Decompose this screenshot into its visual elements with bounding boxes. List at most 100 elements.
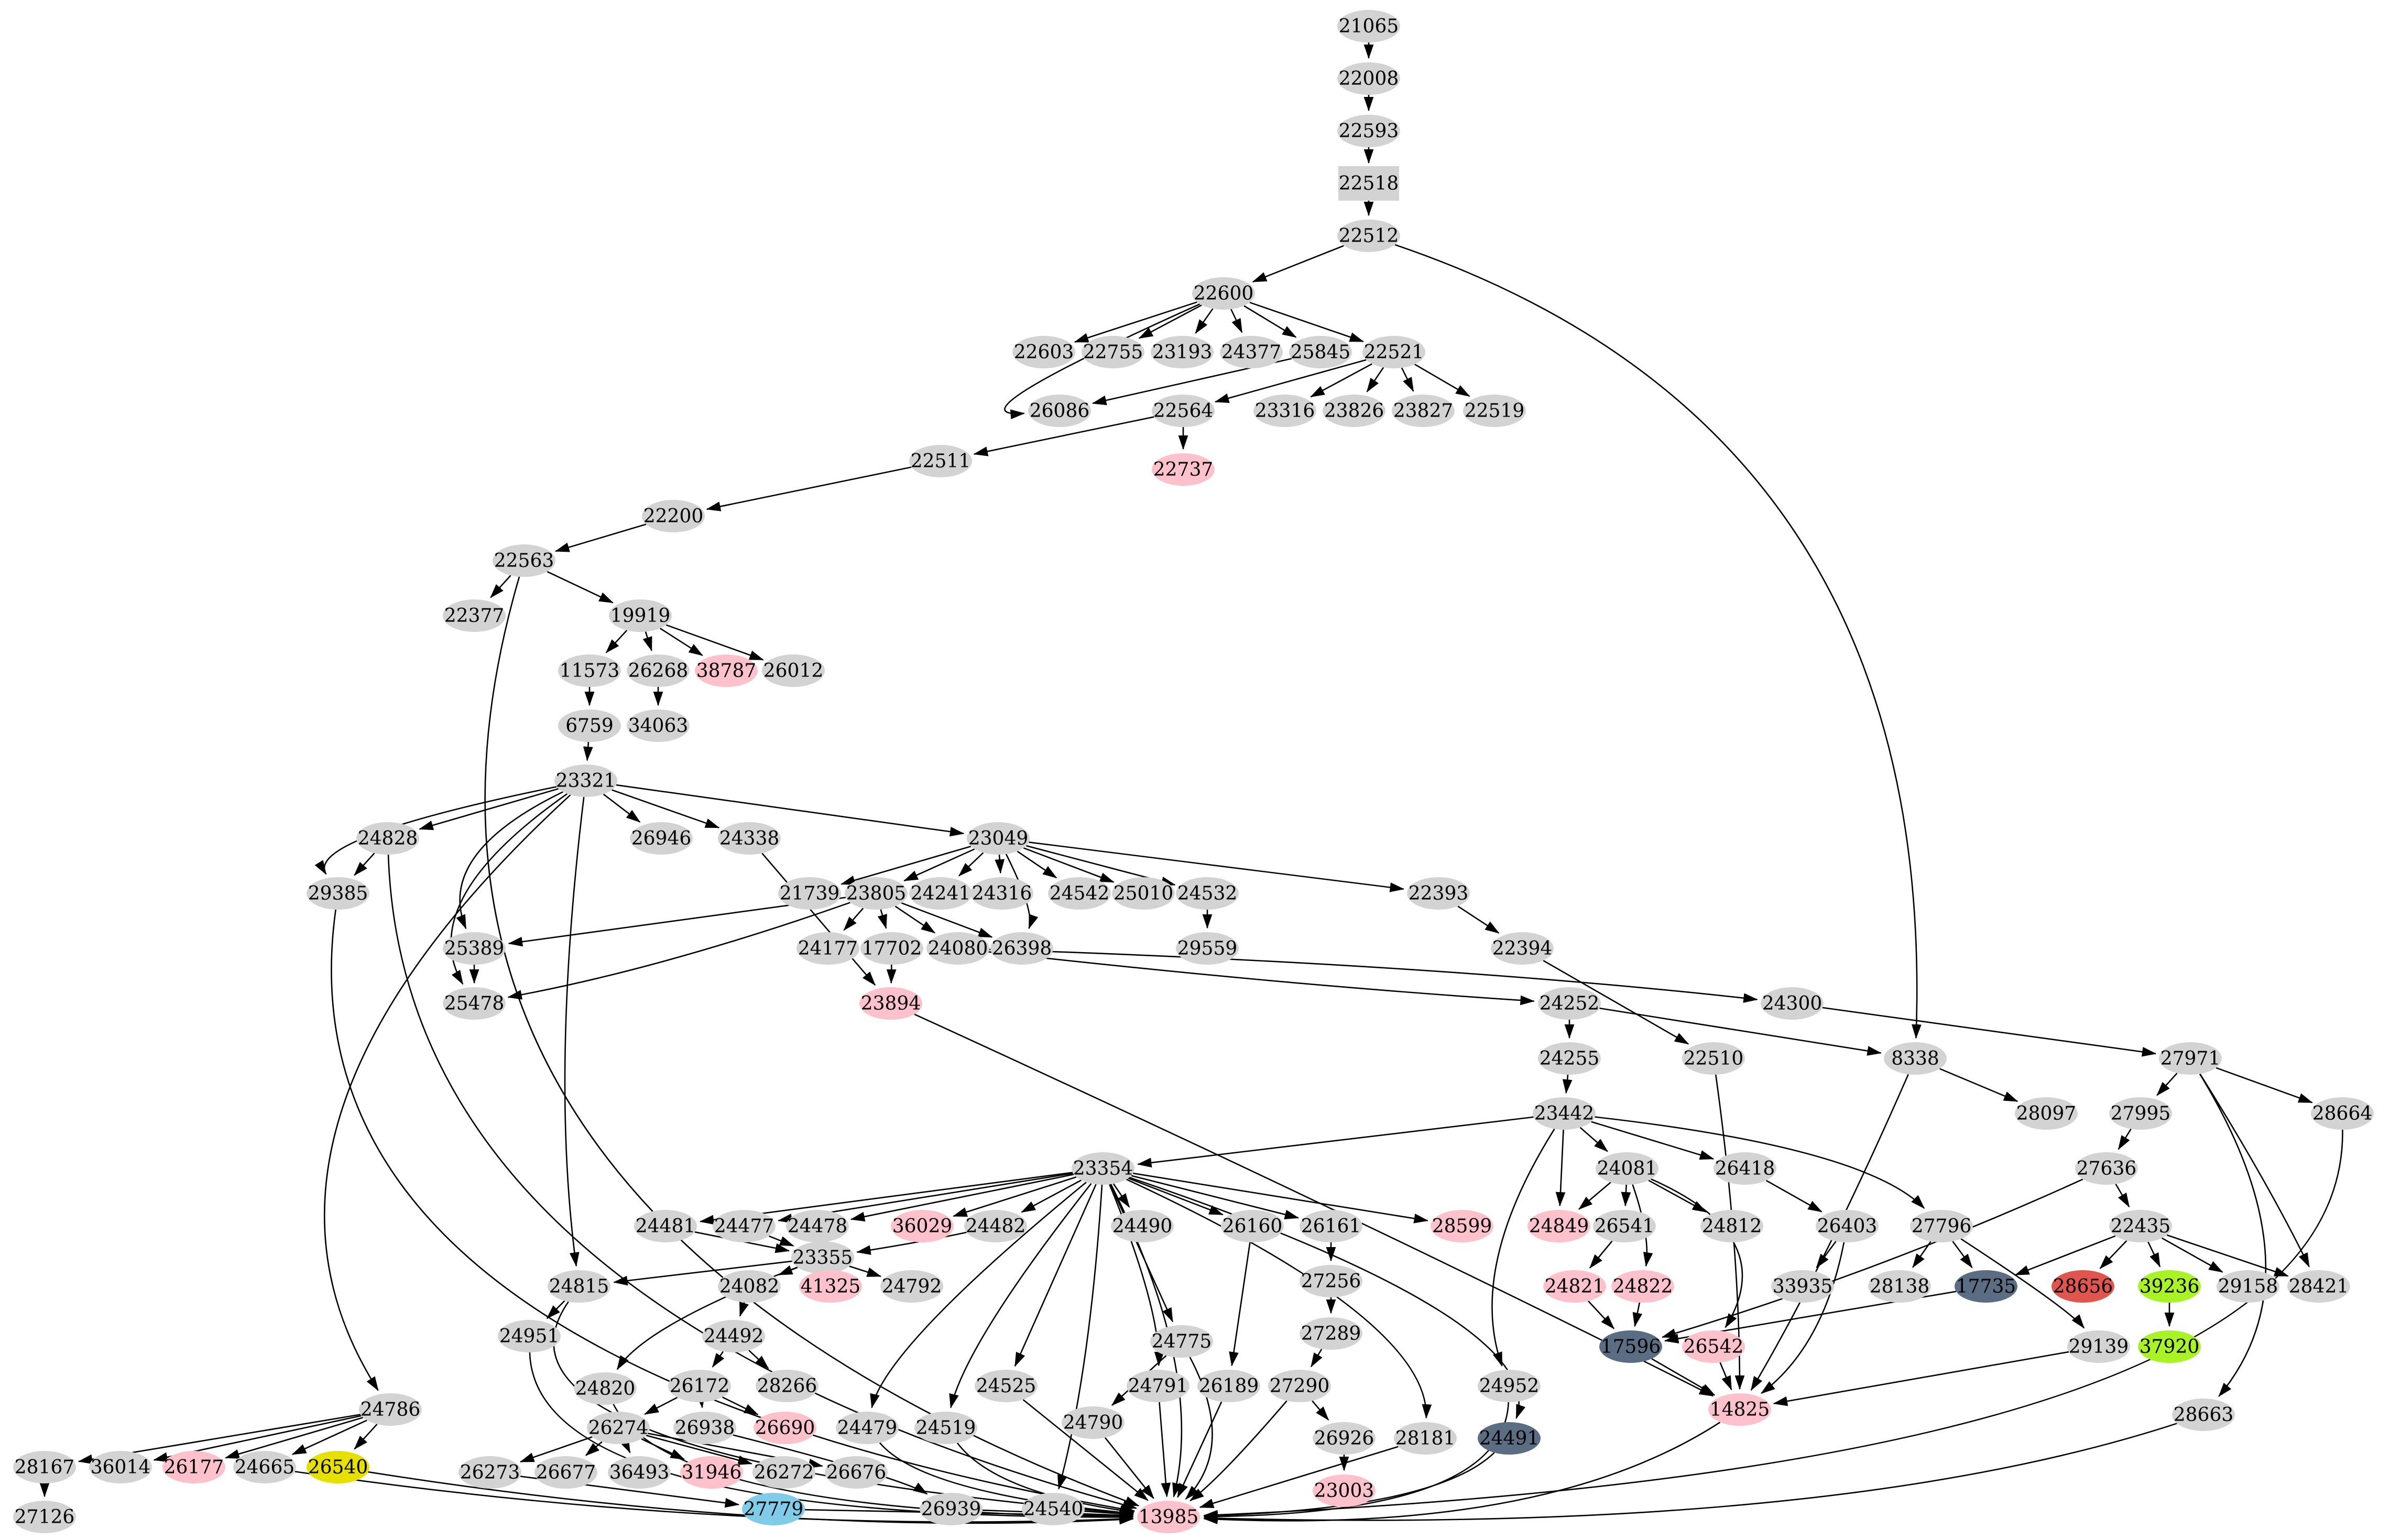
graph-edge-22563-13985: [484, 576, 1140, 1506]
node-label: 26160: [1223, 1216, 1283, 1237]
graph-edge-27290-26926: [1312, 1400, 1329, 1421]
graph-edge-23805-24080: [894, 905, 936, 934]
node-shape: [778, 877, 841, 910]
graph-node-24519: 24519: [914, 1412, 977, 1444]
node-label: 26272: [754, 1462, 814, 1483]
node-shape: [1910, 1210, 1973, 1242]
node-shape: [608, 1456, 671, 1489]
node-shape: [1152, 453, 1215, 486]
node-label: 24477: [714, 1216, 774, 1237]
node-label: 24952: [1479, 1375, 1540, 1397]
node-shape: [534, 1456, 597, 1489]
graph-edge-24491-13985: [1203, 1452, 1495, 1521]
node-label: 28421: [2289, 1276, 2349, 1297]
node-shape: [642, 500, 705, 532]
node-shape: [1337, 220, 1400, 252]
graph-edge-22600-22521: [1249, 301, 1365, 343]
node-shape: [1955, 1270, 2017, 1303]
graph-node-38787: 38787: [695, 654, 758, 687]
graph-edge-26160-26189: [1229, 1242, 1251, 1367]
node-label: 24951: [499, 1326, 560, 1347]
graph-node-24665: 24665: [233, 1451, 296, 1483]
node-label: 22755: [1083, 342, 1143, 363]
graph-node-25010: 25010: [1112, 877, 1175, 910]
graph-node-29139: 29139: [2067, 1330, 2130, 1363]
graph-edge-22435-28656: [2099, 1240, 2127, 1269]
graph-edge-22563-19919: [547, 571, 614, 604]
node-shape: [1771, 1270, 1834, 1303]
node-label: 24080: [928, 938, 988, 959]
node-label: 17596: [1601, 1336, 1661, 1358]
graph-edge-26542-14825: [1719, 1362, 1732, 1391]
graph-edge-24822-17596: [1632, 1302, 1643, 1327]
graph-edge-26541-24821: [1589, 1240, 1613, 1269]
graph-edge-22435-17735: [2014, 1235, 2116, 1276]
node-label: 23003: [1314, 1480, 1374, 1502]
graph-edge-23049-24316: [995, 854, 1005, 874]
node-label: 26403: [1817, 1216, 1878, 1237]
node-shape: [1220, 336, 1283, 368]
graph-edge-23049-21739: [841, 845, 972, 886]
graph-edge-27289-27290: [1311, 1348, 1323, 1368]
graph-node-24481: 24481: [634, 1210, 697, 1242]
graph-edge-22600-24377: [1230, 309, 1243, 333]
node-shape: [1112, 877, 1175, 910]
graph-edge-23049-25010: [1023, 847, 1115, 883]
graph-node-24952: 24952: [1478, 1370, 1541, 1402]
node-label: 24490: [1112, 1216, 1173, 1237]
graph-edge-26172-26274: [644, 1396, 678, 1415]
graph-edge-29139-14825: [1773, 1351, 2069, 1406]
node-shape: [1682, 1042, 1745, 1075]
graph-node-34063: 34063: [627, 709, 690, 742]
node-shape: [356, 822, 419, 855]
node-shape: [786, 1210, 849, 1242]
graph-edge-22394-22510: [1543, 959, 1689, 1045]
node-shape: [891, 1210, 954, 1242]
node-label: 33935: [1773, 1276, 1833, 1297]
graph-node-22519: 22519: [1463, 395, 1526, 427]
graph-edge-26172-26690: [722, 1396, 759, 1415]
graph-edge-19919-26012: [665, 624, 764, 661]
graph-node-23894: 23894: [859, 987, 922, 1020]
graph-node-22563: 22563: [493, 544, 555, 577]
node-shape: [1313, 1422, 1376, 1455]
node-label: 31946: [682, 1462, 742, 1483]
graph-edge-28664-13985: [1203, 1129, 2343, 1520]
graph-edge-22600-25845: [1243, 305, 1297, 338]
node-label: 29559: [1177, 938, 1238, 959]
node-label: 22377: [444, 605, 505, 627]
graph-edge-22511-22200: [706, 466, 912, 511]
node-shape: [2075, 1152, 2138, 1185]
graph-edge-23805-25478: [507, 902, 850, 1000]
node-label: 23355: [793, 1247, 853, 1269]
graph-edge-23354-24479: [870, 1182, 1087, 1408]
node-label: 28266: [757, 1375, 817, 1397]
node-shape: [1028, 395, 1091, 427]
node-label: 24255: [1540, 1048, 1600, 1069]
graph-node-24338: 24338: [718, 822, 781, 855]
node-shape: [1478, 1422, 1541, 1455]
graph-node-24478: 24478: [786, 1210, 849, 1242]
graph-edge-28181-13985: [1199, 1446, 1399, 1508]
node-label: 38787: [696, 660, 757, 682]
graph-node-24790: 24790: [1062, 1406, 1125, 1439]
graph-edge-24477-23355: [768, 1235, 794, 1247]
node-label: 39236: [2140, 1276, 2200, 1297]
graph-edge-23442-23354: [1137, 1116, 1534, 1168]
node-shape: [443, 932, 506, 965]
node-label: 23316: [1255, 400, 1315, 422]
node-shape: [1300, 1210, 1362, 1242]
node-label: 36493: [609, 1462, 670, 1483]
node-shape: [1682, 1330, 1745, 1363]
node-shape: [1062, 1406, 1125, 1439]
graph-node-41325: 41325: [799, 1270, 862, 1303]
graph-node-24849: 24849: [1527, 1210, 1590, 1242]
node-label: 26274: [588, 1417, 649, 1439]
node-label: 26268: [628, 660, 689, 682]
node-shape: [1289, 336, 1352, 368]
graph-node-24791: 24791: [1127, 1370, 1189, 1402]
graph-node-22564: 22564: [1152, 395, 1215, 427]
node-label: 26939: [921, 1499, 981, 1520]
node-shape: [967, 822, 1030, 855]
graph-edge-23354-24482: [1021, 1179, 1082, 1213]
